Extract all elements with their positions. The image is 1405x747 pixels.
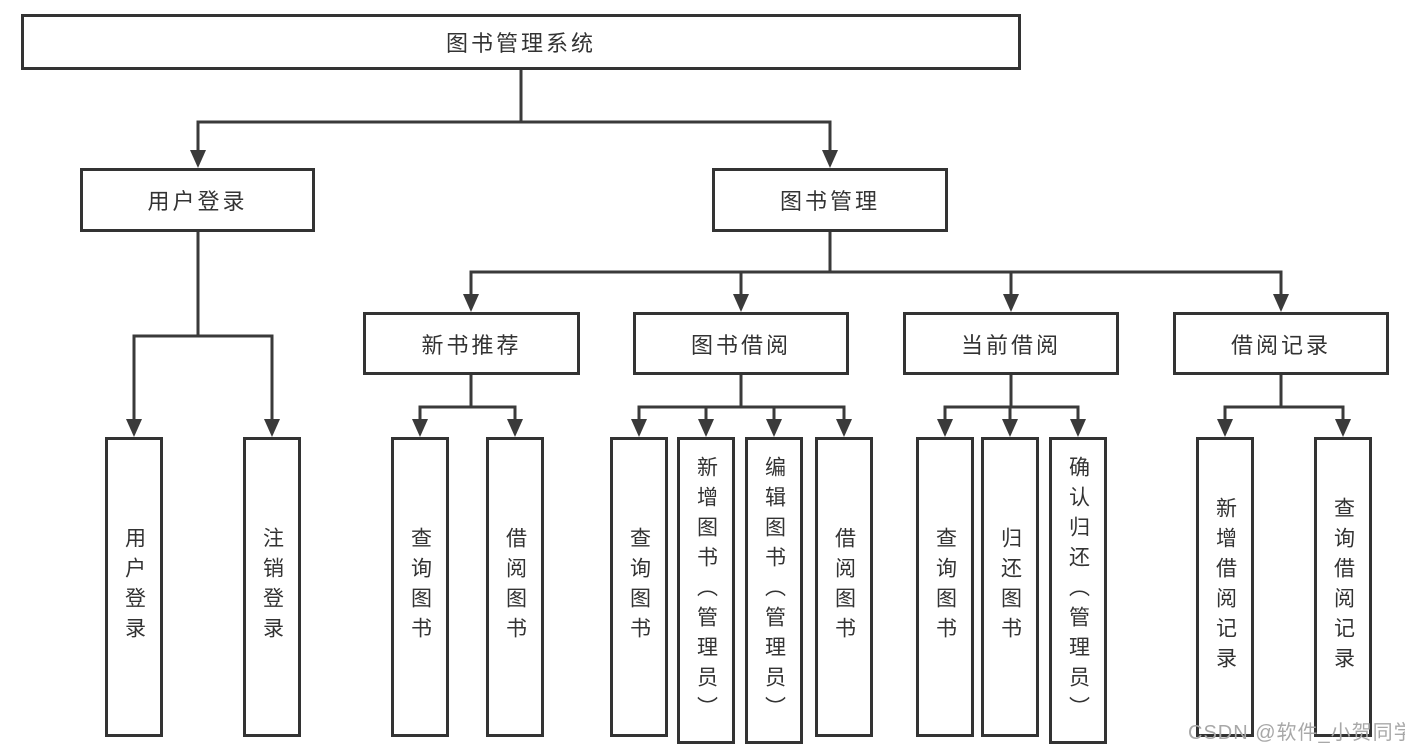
node-borrowing-records: 借阅记录 xyxy=(1173,312,1389,375)
node-label: 用户登录 xyxy=(122,527,146,647)
node-label: 图书借阅 xyxy=(690,332,791,358)
node-leaf-edit-books-admin: 编辑图书（管理员） xyxy=(745,437,803,744)
node-label: 查询图书 xyxy=(627,527,651,647)
node-label: 归还图书 xyxy=(998,527,1022,647)
node-book-management: 图书管理 xyxy=(712,168,948,232)
node-label: 查询图书 xyxy=(933,527,957,647)
node-leaf-user-login: 用户登录 xyxy=(105,437,163,737)
node-label: 编辑图书（管理员） xyxy=(762,455,786,726)
node-leaf-logout: 注销登录 xyxy=(243,437,301,737)
node-book-borrowing: 图书借阅 xyxy=(633,312,849,375)
node-new-book-recommend: 新书推荐 xyxy=(363,312,580,375)
node-label: 借阅图书 xyxy=(832,527,856,647)
node-label: 图书管理 xyxy=(779,189,880,214)
node-leaf-query-borrow-record: 查询借阅记录 xyxy=(1314,437,1372,737)
node-leaf-confirm-return-admin: 确认归还（管理员） xyxy=(1049,437,1107,744)
node-label: 新增借阅记录 xyxy=(1213,497,1237,677)
node-leaf-return-books: 归还图书 xyxy=(981,437,1039,737)
node-label: 借阅图书 xyxy=(503,527,527,647)
node-label: 借阅记录 xyxy=(1230,332,1331,358)
node-label: 当前借阅 xyxy=(960,332,1061,358)
node-leaf-add-books-admin: 新增图书（管理员） xyxy=(677,437,735,744)
node-leaf-query-books-2: 查询图书 xyxy=(610,437,668,737)
node-label: 查询图书 xyxy=(408,527,432,647)
node-label: 新增图书（管理员） xyxy=(694,455,718,726)
csdn-watermark: CSDN @软件_小贺同学 xyxy=(1188,722,1405,744)
node-leaf-query-books-3: 查询图书 xyxy=(916,437,974,737)
node-label: 注销登录 xyxy=(260,527,284,647)
node-leaf-query-books-1: 查询图书 xyxy=(391,437,449,737)
node-leaf-borrow-books-2: 借阅图书 xyxy=(815,437,873,737)
node-user-login: 用户登录 xyxy=(80,168,315,232)
node-leaf-borrow-books-1: 借阅图书 xyxy=(486,437,544,737)
node-library-management-system: 图书管理系统 xyxy=(21,14,1021,70)
node-label: 用户登录 xyxy=(147,189,248,214)
node-label: 查询借阅记录 xyxy=(1331,497,1355,677)
node-label: 确认归还（管理员） xyxy=(1066,455,1090,726)
node-label: 图书管理系统 xyxy=(445,31,596,56)
node-leaf-add-borrow-record: 新增借阅记录 xyxy=(1196,437,1254,737)
node-current-borrowing: 当前借阅 xyxy=(903,312,1119,375)
node-label: 新书推荐 xyxy=(421,332,522,358)
